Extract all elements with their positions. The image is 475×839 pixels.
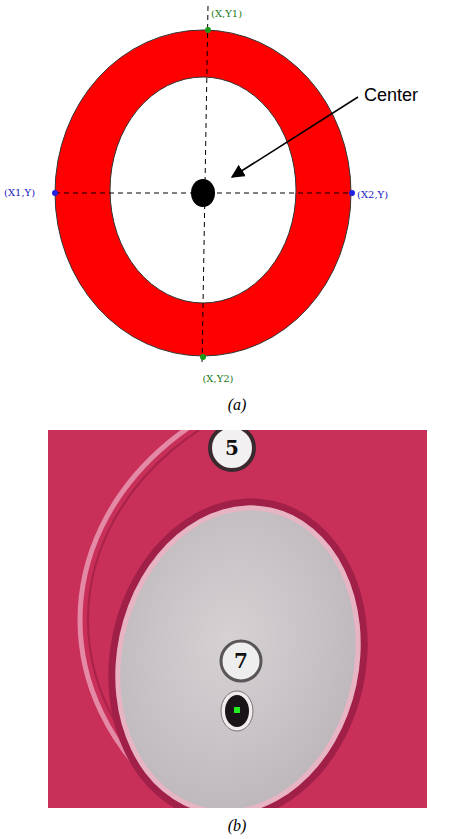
callout-label: Center [364, 86, 418, 104]
point-label: (X,Y1) [211, 9, 242, 19]
point-label: (X2,Y) [357, 190, 388, 200]
photo [48, 430, 427, 808]
ring-figure [52, 6, 358, 366]
caption-label: (b) [228, 818, 247, 834]
caption-label: (a) [228, 397, 247, 413]
ball-number: 5 [225, 438, 239, 458]
point-label: (X1,Y) [4, 188, 35, 198]
point-label: (X,Y2) [202, 374, 233, 384]
ball-number: 7 [234, 651, 248, 671]
